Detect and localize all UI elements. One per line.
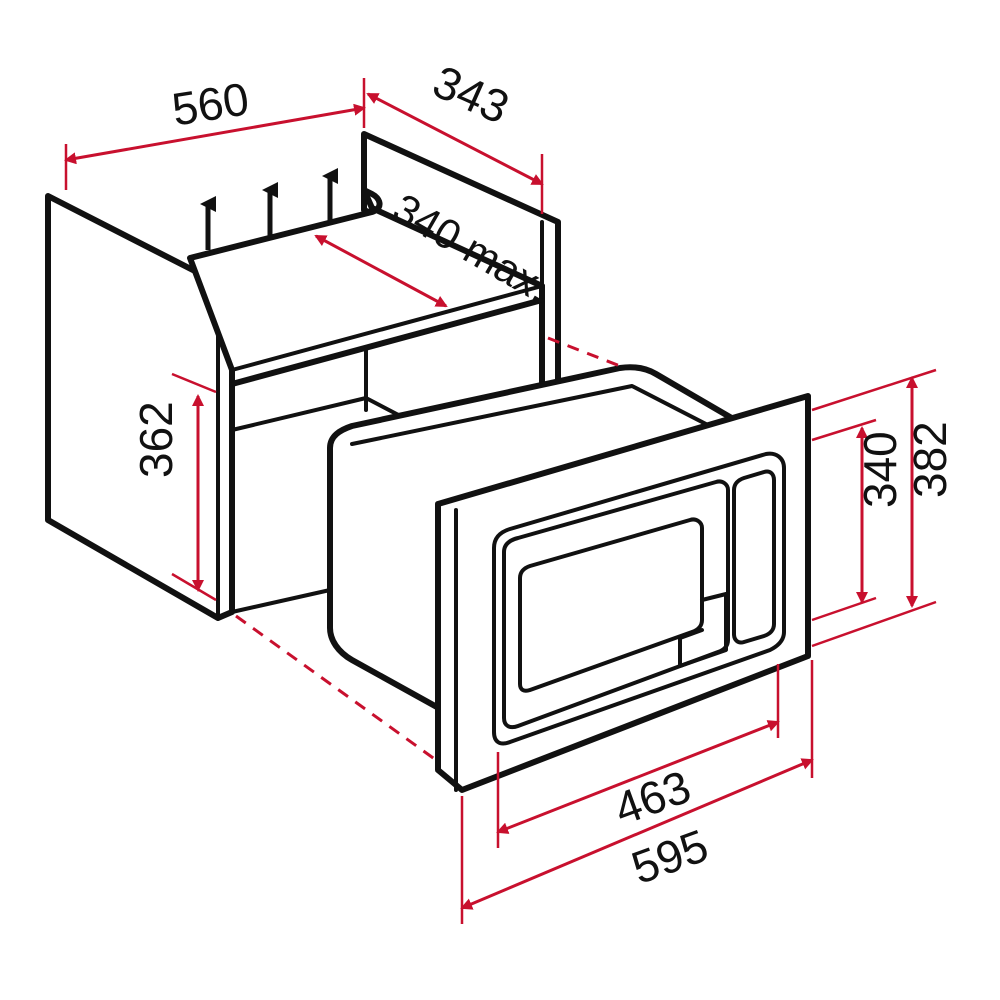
oven-door-window: [518, 517, 704, 693]
oven-control-panel: [732, 469, 776, 645]
label-cabinet-depth: 343: [426, 55, 517, 134]
label-oven-inner-height: 340: [854, 431, 906, 508]
dimension-line-340-max: [314, 234, 448, 308]
projection-line-top: [547, 336, 621, 368]
cabinet-bottom: [230, 588, 332, 614]
dimension-line-343: [366, 92, 544, 186]
dimension-line-595: [460, 758, 814, 910]
dimension-line-560: [64, 103, 366, 165]
label-opening-height: 362: [130, 401, 182, 478]
oven-door-handle: [678, 592, 728, 668]
label-oven-outer-height: 382: [904, 421, 956, 498]
label-cabinet-width: 560: [168, 72, 252, 135]
ventilation-arrows: [200, 168, 338, 250]
dimension-lines: [64, 78, 937, 924]
cabinet-shelf-front-edge: [230, 284, 544, 372]
microwave-oven: [327, 364, 811, 793]
